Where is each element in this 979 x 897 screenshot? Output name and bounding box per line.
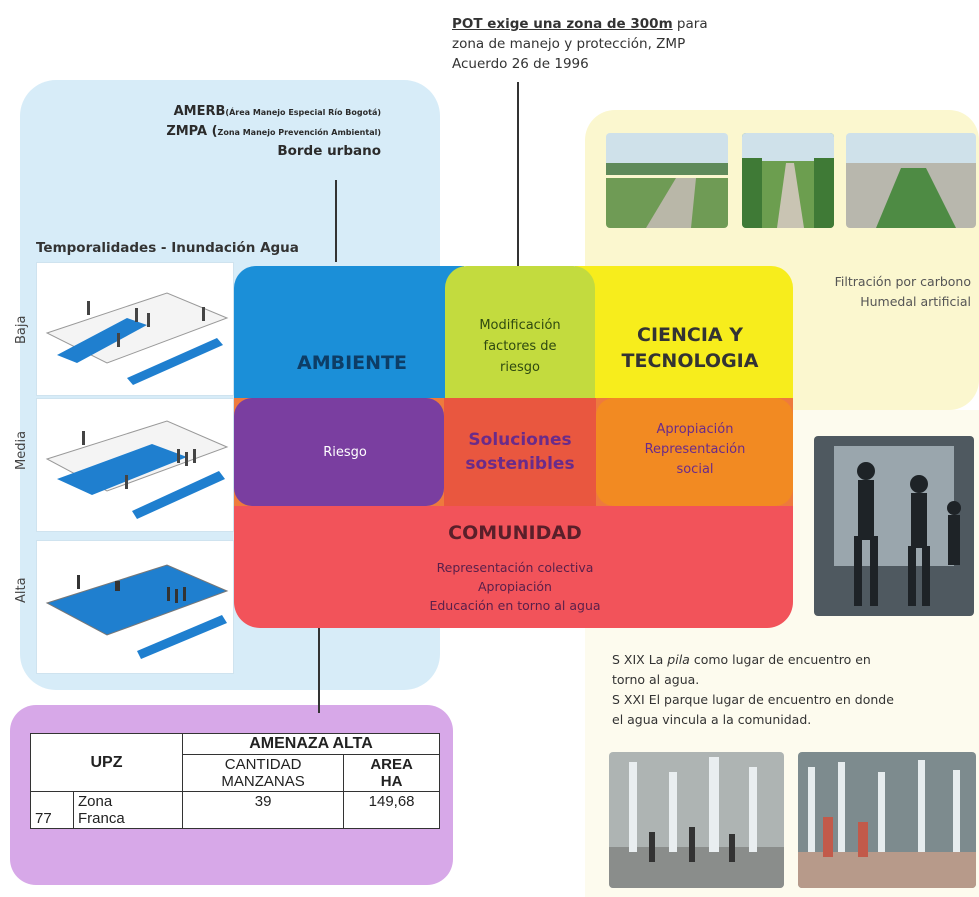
temporalidades-title: Temporalidades - Inundación Agua [36, 240, 299, 256]
children-silhouette-photo [814, 436, 974, 616]
zmpa-subtitle: Zona Manejo Prevención Ambiental) [217, 128, 381, 137]
pot-note-line2: zona de manejo y protección, ZMP [452, 36, 686, 52]
comunidad-block [234, 500, 793, 628]
wetland-photo-2 [742, 133, 834, 228]
filtracion-line1: Filtración por carbono [834, 274, 971, 289]
pot-note-title-rest: para [672, 16, 708, 32]
zmpa-title: ZMPA ( [166, 124, 218, 139]
fountain-photo-1 [609, 752, 784, 888]
amenaza-header: AMENAZA ALTA [182, 733, 440, 755]
filtracion-line2: Humedal artificial [860, 294, 971, 309]
amerb-subtitle: (Área Manejo Especial Río Bogotá) [225, 108, 381, 117]
community-caption: S XIX La pila como lugar de encuentro en… [612, 652, 894, 727]
ambiente-label: AMBIENTE [297, 352, 407, 374]
borde-urbano: Borde urbano [277, 143, 381, 159]
ambiente-block [234, 266, 464, 401]
amerb-title: AMERB [173, 104, 226, 119]
ciencia-block [575, 266, 793, 401]
riesgo-block [234, 398, 444, 506]
pot-note: POT exige una zona de 300m para zona de … [452, 14, 708, 74]
apropiacion-block [596, 398, 793, 506]
wetland-photo-1 [606, 133, 728, 228]
filtracion-text: Filtración por carbono Humedal artificia… [835, 272, 971, 312]
soluciones-block [444, 398, 596, 506]
flood-scene-low [36, 262, 234, 396]
level-label-baja: Baja [14, 315, 29, 345]
pot-note-title: POT exige una zona de 300m [452, 16, 673, 32]
upz-header: UPZ [30, 733, 183, 792]
amerb-note: AMERB(Área Manejo Especial Río Bogotá) Z… [166, 102, 381, 161]
flood-scene-medium [36, 398, 234, 532]
level-label-media: Media [14, 430, 29, 470]
wetland-photo-3 [846, 133, 976, 228]
level-label-alta: Alta [14, 577, 29, 603]
pot-connector [517, 82, 519, 344]
area-value: 149,68 [343, 791, 440, 829]
modificacion-block [445, 266, 595, 401]
fountain-photo-2 [798, 752, 976, 888]
upz-code: 77 [30, 791, 74, 829]
pot-note-line3: Acuerdo 26 de 1996 [452, 56, 589, 72]
manzanas-value: 39 [181, 791, 345, 829]
amerb-connector [335, 180, 337, 262]
comunidad-label: COMUNIDAD [448, 522, 582, 544]
riesgo-label: Riesgo [323, 445, 367, 460]
flood-scene-high [36, 540, 234, 674]
